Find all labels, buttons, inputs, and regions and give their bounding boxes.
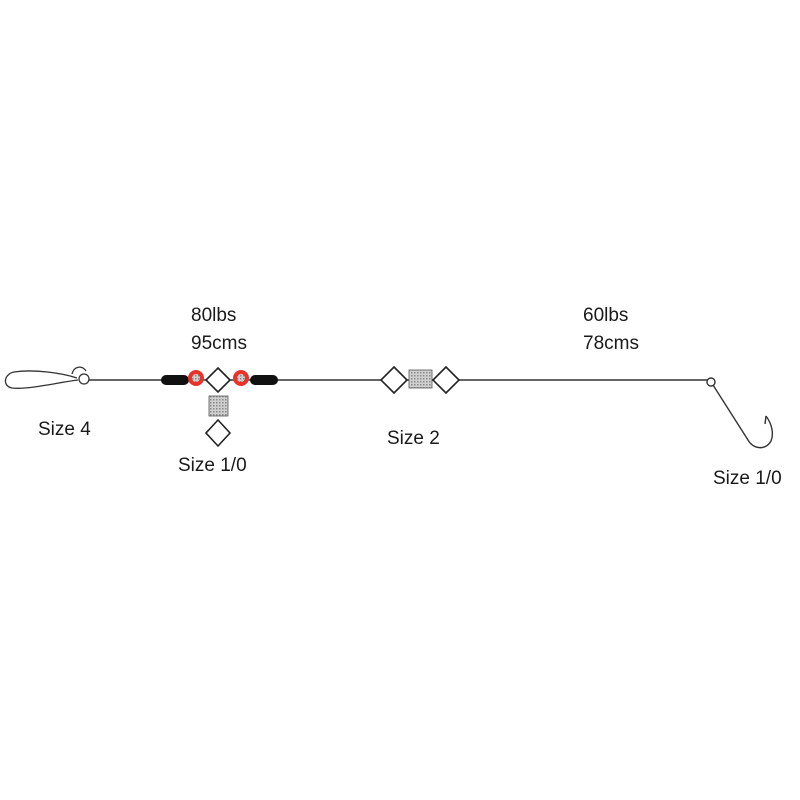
right-bead-icon <box>233 370 249 386</box>
trace-strength-label: 60lbs <box>583 305 629 326</box>
mainline-strength-label: 80lbs <box>191 305 237 326</box>
snap-size-label: Size 4 <box>38 419 91 440</box>
clip-snap-icon <box>4 366 90 389</box>
swivel-left-ring-icon <box>379 365 409 395</box>
swivel-right-ring-icon <box>431 365 461 395</box>
three-way-swivel-barrel <box>208 395 229 417</box>
left-crimp-sleeve <box>161 375 189 385</box>
right-crimp-sleeve <box>250 375 278 385</box>
left-bead-icon <box>188 370 204 386</box>
three-way-swivel-ring-icon <box>204 366 232 394</box>
trace-length-label: 78cms <box>583 333 639 354</box>
swivel-size-label: Size 2 <box>387 428 440 449</box>
three-way-swivel-bottom-ring-icon <box>204 418 232 448</box>
swivel-barrel <box>408 369 433 389</box>
hook-size-label: Size 1/0 <box>713 468 782 489</box>
three-way-swivel-size-label: Size 1/0 <box>178 455 247 476</box>
mainline-length-label: 95cms <box>191 333 247 354</box>
hook-icon <box>706 377 774 449</box>
